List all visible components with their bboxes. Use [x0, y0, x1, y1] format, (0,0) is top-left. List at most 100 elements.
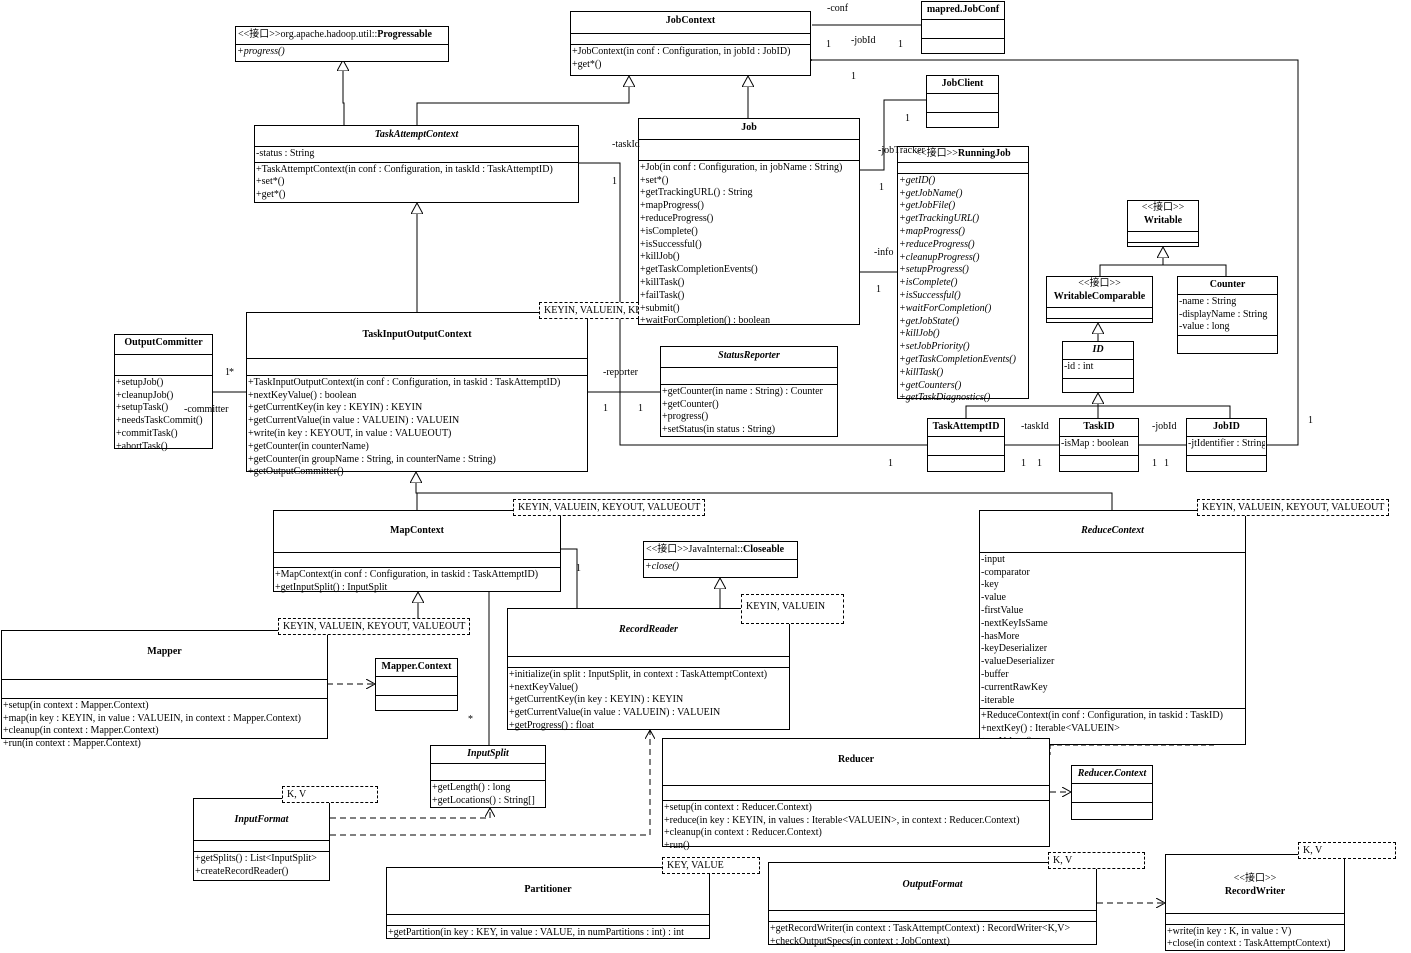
operation: +getSplits() : List<InputSplit> — [195, 852, 317, 864]
operation: +killTask() — [640, 276, 685, 288]
template-param-record-writer: K, V — [1298, 842, 1396, 859]
operation: +getTrackingURL() : String — [640, 187, 753, 199]
template-param-input-format: K, V — [282, 786, 378, 803]
multiplicity: * — [229, 367, 234, 378]
class-name: Reducer — [837, 754, 875, 765]
attribute: -currentRawKey — [981, 681, 1048, 693]
operation: +getCounter(in groupName : String, in co… — [248, 453, 496, 465]
multiplicity: 1 — [1152, 458, 1157, 469]
operation: +getJobFile() — [899, 200, 956, 212]
class-reducer-context[interactable]: Reducer.Context — [1071, 765, 1153, 820]
operation: +getLength() : long — [432, 781, 511, 793]
class-name: ID — [1092, 344, 1104, 355]
class-name: RecordWriter — [1224, 885, 1286, 897]
class-running-job[interactable]: <<接口>>RunningJob +getID()+getJobName()+g… — [897, 146, 1029, 403]
class-output-committer[interactable]: OutputCommitter +setupJob()+cleanupJob()… — [114, 334, 213, 452]
class-job[interactable]: Job +Job(in conf : Configuration, in job… — [638, 118, 860, 326]
operation: +killJob() — [899, 328, 940, 340]
operation: +getCurrentKey(in key : KEYIN) : KEYIN — [248, 402, 423, 414]
class-task-id[interactable]: TaskID -isMap : boolean — [1059, 418, 1139, 472]
stereotype: <<接口>>JavaInternal:: — [646, 544, 743, 555]
operation: +cleanup(in context : Reducer.Context) — [664, 827, 822, 839]
attribute: -jtIdentifier : String — [1188, 437, 1265, 449]
class-reducer[interactable]: Reducer +setup(in context : Reducer.Cont… — [662, 738, 1050, 851]
class-job-client[interactable]: JobClient — [926, 75, 999, 128]
operation: +getCounter(in counterName) — [248, 440, 369, 452]
gen-jobid-id — [1098, 405, 1231, 418]
class-task-attempt-id[interactable]: TaskAttemptID — [927, 418, 1005, 472]
class-name: JobID — [1213, 421, 1240, 432]
operation: +getOutputCommitter() — [248, 466, 344, 478]
operation: +getProgress() : float — [509, 719, 595, 731]
class-output-format[interactable]: OutputFormat +getRecordWriter(in context… — [768, 862, 1097, 947]
operation: +set*() — [256, 176, 285, 188]
operation: +MapContext(in conf : Configuration, in … — [275, 568, 539, 580]
class-record-writer[interactable]: <<接口>>RecordWriter +write(in key : K, in… — [1165, 854, 1345, 951]
operation: +killJob() — [640, 251, 680, 263]
class-record-reader[interactable]: RecordReader +initialize(in split : Inpu… — [507, 608, 790, 731]
gen-counter-writable — [1163, 264, 1227, 276]
operation: +Job(in conf : Configuration, in jobName… — [640, 161, 843, 173]
class-id[interactable]: ID -id : int — [1062, 341, 1134, 393]
class-closeable[interactable]: <<接口>>JavaInternal::Closeable +close() — [643, 541, 798, 578]
operation: +killTask() — [899, 366, 944, 378]
attribute: -id : int — [1064, 360, 1094, 372]
class-input-split[interactable]: InputSplit +getLength() : long+getLocati… — [430, 745, 546, 808]
operation: +mapProgress() — [899, 225, 966, 237]
operation: +getCounters() — [899, 379, 962, 391]
class-name: JobContext — [665, 15, 716, 26]
class-name: RecordReader — [619, 624, 678, 635]
class-mapper-context[interactable]: Mapper.Context — [375, 658, 458, 711]
class-task-attempt-context[interactable]: TaskAttemptContext -status : String +Tas… — [254, 125, 579, 203]
operation: +checkOutputSpecs(in context : JobContex… — [770, 935, 950, 947]
class-partitioner[interactable]: Partitioner +getPartition(in key : KEY, … — [386, 867, 710, 939]
class-writable-comparable[interactable]: <<接口>>WritableComparable — [1046, 276, 1153, 323]
operation: +close() — [645, 560, 679, 572]
attribute: -value — [981, 592, 1006, 604]
class-map-context[interactable]: MapContext +MapContext(in conf : Configu… — [273, 510, 561, 593]
class-status-reporter[interactable]: StatusReporter +getCounter(in name : Str… — [660, 346, 838, 437]
operation: +nextKeyValue() : boolean — [248, 389, 357, 401]
class-name: TaskInputOutputContext — [362, 329, 472, 340]
role-taskid-jobid: -jobId — [1152, 421, 1177, 432]
operation: +getCurrentValue(in value : VALUEIN) : V… — [248, 415, 460, 427]
attribute: -name : String — [1179, 295, 1237, 307]
multiplicity: 1 — [879, 182, 884, 193]
class-input-format[interactable]: InputFormat +getSplits() : List<InputSpl… — [193, 798, 330, 881]
attribute: -firstValue — [981, 604, 1024, 616]
operation: +getCurrentKey(in key : KEYIN) : KEYIN — [509, 694, 684, 706]
operation: +setupProgress() — [899, 264, 969, 276]
class-writable[interactable]: <<接口>>Writable — [1127, 200, 1199, 247]
operation: +reduce(in key : KEYIN, in values : Iter… — [664, 814, 1020, 826]
operation: +TaskInputOutputContext(in conf : Config… — [248, 376, 561, 388]
class-mapper[interactable]: Mapper +setup(in context : Mapper.Contex… — [1, 630, 328, 749]
attribute: -input — [981, 553, 1005, 565]
attribute: -comparator — [981, 566, 1030, 578]
template-param-output-format: K, V — [1048, 852, 1145, 869]
class-name: Writable — [1143, 214, 1183, 226]
class-progressable[interactable]: <<接口>>org.apache.hadoop.util::Progressab… — [235, 26, 449, 62]
operation: +setupJob() — [116, 376, 164, 388]
stereotype: <<接口>> — [1141, 202, 1185, 213]
operation: +mapProgress() — [640, 200, 704, 212]
operation: +getCounter(in name : String) : Counter — [662, 385, 823, 397]
operation: +commitTask() — [116, 427, 178, 439]
class-name: OutputFormat — [902, 879, 963, 890]
class-job-context[interactable]: JobContext +JobContext(in conf : Configu… — [570, 11, 811, 76]
class-name: InputFormat — [234, 814, 289, 825]
operation: +getTrackingURL() — [899, 213, 980, 225]
class-job-id[interactable]: JobID -jtIdentifier : String — [1186, 418, 1267, 472]
operation: +setStatus(in status : String) — [662, 424, 776, 436]
multiplicity: 1 — [1021, 458, 1026, 469]
class-counter[interactable]: Counter -name : String-displayName : Str… — [1177, 276, 1278, 354]
class-task-input-output-context[interactable]: TaskInputOutputContext +TaskInputOutputC… — [246, 312, 588, 477]
operation: +initialize(in split : InputSplit, in co… — [509, 668, 768, 680]
class-mapred-jobconf[interactable]: mapred.JobConf — [921, 1, 1005, 54]
operation: +cleanup(in context : Mapper.Context) — [3, 725, 159, 737]
multiplicity: 1 — [612, 176, 617, 187]
template-param-map-context: KEYIN, VALUEIN, KEYOUT, VALUEOUT — [513, 499, 706, 516]
multiplicity: 1 — [905, 113, 910, 124]
class-reduce-context[interactable]: ReduceContext -input-comparator-key-valu… — [979, 510, 1246, 747]
